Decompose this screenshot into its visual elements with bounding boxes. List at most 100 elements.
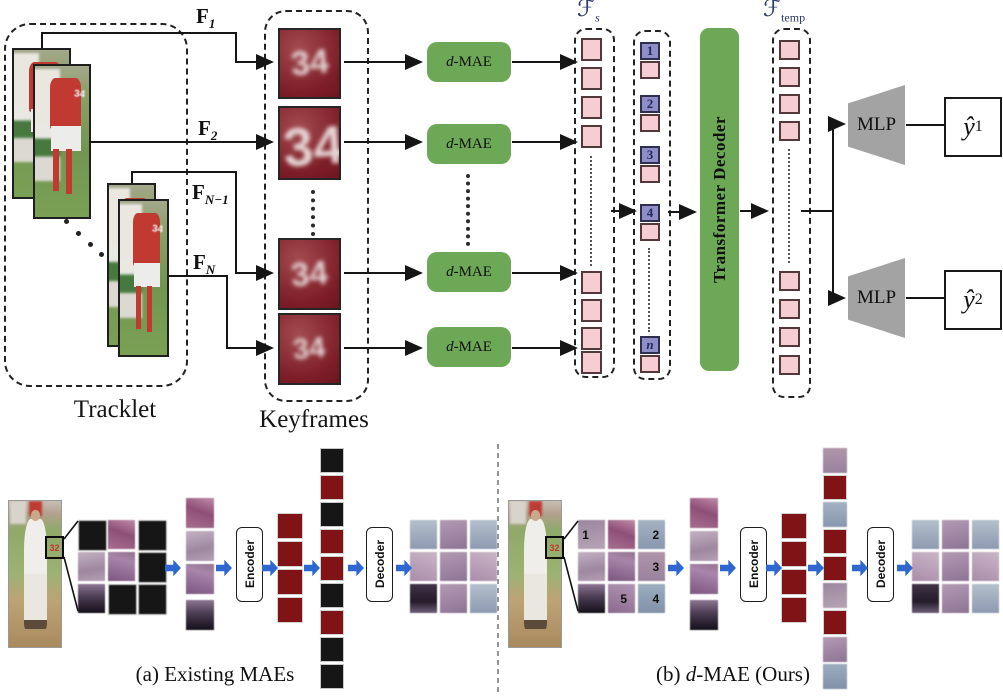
ftemp-ellipsis [788,149,790,263]
recon-grid-b-patch [912,552,939,581]
dmae-rest: -MAE [453,135,492,152]
fs-feature-token [581,351,602,374]
visible-patch-column-item [690,531,718,561]
ftemp-column-box [772,28,811,398]
ftemp-feature-token [779,271,800,291]
ftemp-base: ℱ [763,0,782,22]
grid-b-patch [608,584,635,613]
encoder-box-b: Encoder [740,527,767,602]
decoder-label: Decoder [372,540,387,589]
flow-arrow-icon [720,559,736,577]
latent-token-a [320,637,344,662]
latent-token-a [320,610,344,635]
patch-order-number: 3 [652,560,660,574]
recon-grid-a-patch [470,552,497,581]
recon-grid-b-patch [942,552,969,581]
soccer-shorts [134,262,160,288]
recon-grid-a-patch [410,584,437,613]
grid-a-patch [108,584,137,615]
soccer-leg [147,285,153,332]
background-pant [510,501,526,525]
ftemp-label: ℱtemp [763,0,805,26]
flow-arrow-icon [262,559,278,577]
caption-b: (b) d-MAE (Ours) [628,662,838,687]
grid-b-patch [608,552,635,581]
visible-patch-column-item [690,600,718,630]
grid-a-patch [78,552,105,581]
fs-feature-token [581,96,602,119]
recon-grid-b-patch [912,584,939,613]
recon-grid-a-patch [470,520,497,549]
player-figure [523,518,548,630]
latent-token-b [823,556,847,581]
dmae-ellipsis [466,174,470,246]
visible-patch-column-item [186,564,214,594]
fs-feature-token [581,299,602,322]
order-feature-token [640,114,660,132]
recon-grid-a-patch [410,552,437,581]
flow-arrow-icon [808,559,824,577]
grid-b-patch [578,584,605,613]
latent-token-b [823,502,847,527]
latent-token-a [320,448,344,473]
fs-feature-token [581,327,602,350]
flow-arrow-icon [165,559,181,577]
recon-grid-b-patch [942,520,969,549]
recon-grid-a-patch [470,584,497,613]
grid-a-patch [78,584,105,613]
encoder-label: Encoder [746,540,761,589]
mlp-head-2: MLP [848,258,905,338]
frame-label-fn1: FN−1 [192,180,229,208]
keyframes-ellipsis [311,190,315,236]
dmae-label: d-MAE [446,264,492,281]
patch-order-number: 5 [620,592,628,606]
order-feature-token [640,61,660,79]
recon-grid-b-patch [972,584,999,613]
decoder-box-b: Decoder [867,527,894,602]
latent-token-b [823,583,847,608]
recon-grid-b-patch [972,552,999,581]
caption-b-d: d [685,662,697,686]
frame-base: F [192,180,205,204]
dmae-module-1: d-MAE [427,42,511,82]
flow-arrow-icon [766,559,782,577]
recon-grid-a-patch [440,584,467,613]
keyframe-1: 34 [278,28,341,99]
latent-token-a [320,529,344,554]
ftemp-feature-token [779,121,800,141]
decoder-box-a: Decoder [366,527,393,602]
visible-patch-column-item [186,531,214,561]
encoded-token [277,513,303,539]
encoder-label: Encoder [242,540,257,589]
order-feature-token [640,223,660,241]
dmae-label: d-MAE [446,136,492,153]
fs-feature-token [581,38,602,61]
encoded-token [277,569,303,595]
fs-base: ℱ [577,0,596,22]
soccer-leg [135,285,142,329]
recon-grid-b-patch [942,584,969,613]
encoded-token [781,569,807,595]
output-sub: 2 [974,291,983,308]
jersey-number-highlight-a: 32 [45,536,64,559]
visible-patch-column-item [690,498,718,528]
background-pant [10,501,26,525]
recon-grid-a-patch [440,552,467,581]
transformer-decoder-label: Transformer Decoder [709,115,729,283]
dmae-module-3: d-MAE [427,252,511,292]
flow-arrow-icon [852,559,868,577]
latent-token-b [823,529,847,554]
latent-token-a [320,556,344,581]
ftemp-feature-token [779,355,800,375]
frame-sub: N [205,262,216,278]
frame-base: F [193,250,206,274]
order-number-token: 3 [640,146,660,164]
dmae-d: d [446,338,454,355]
latent-token-b [823,637,847,662]
grid-b-patch [638,520,665,549]
output-base: ŷ [963,112,975,141]
ftemp-feature-token [779,67,800,87]
latent-token-b [823,448,847,473]
